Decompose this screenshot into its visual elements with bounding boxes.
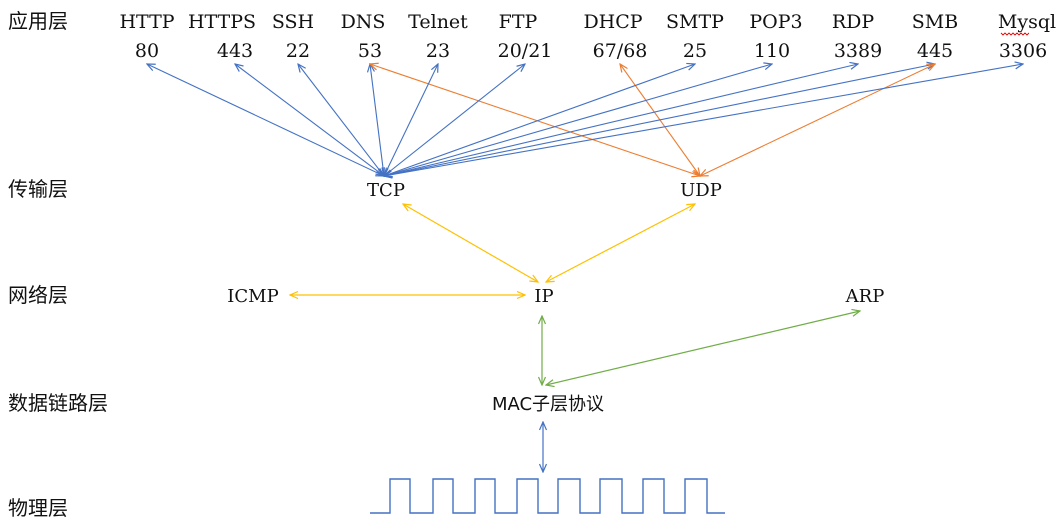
- link-arp-mac: [546, 311, 860, 385]
- physical-signal-waveform: [370, 478, 725, 514]
- node-mac: MAC子层协议: [492, 394, 604, 415]
- protocol-name-https: HTTPS: [188, 11, 256, 33]
- link-udp-ip: [546, 204, 695, 282]
- protocol-name-telnet: Telnet: [408, 11, 468, 33]
- protocol-name-pop3: POP3: [749, 11, 802, 33]
- node-arp: ARP: [845, 286, 885, 307]
- link-ssh-tcp: [298, 64, 384, 176]
- application-transport-links: [147, 64, 1023, 176]
- link-smb-tcp: [384, 64, 935, 176]
- protocol-port-dns: 53: [358, 40, 382, 62]
- application-protocols: HTTP 80 HTTPS 443 SSH 22 DNS 53 Telnet 23 FTP 20/21…: [119, 11, 1056, 62]
- protocol-port-http: 80: [135, 40, 159, 62]
- layer-application: 应用层: [8, 9, 68, 33]
- layer-physical: 物理层: [8, 496, 68, 520]
- node-udp: UDP: [680, 180, 722, 201]
- protocol-port-smb: 445: [917, 40, 953, 62]
- link-smtp-tcp: [384, 64, 695, 176]
- layer-transport: 传输层: [8, 177, 68, 201]
- protocol-port-smtp: 25: [683, 40, 707, 62]
- protocol-port-rdp: 3389: [834, 40, 882, 62]
- node-tcp: TCP: [367, 180, 405, 201]
- link-smb-udp: [700, 64, 935, 176]
- link-dns-udp: [370, 64, 700, 176]
- protocol-name-smb: SMB: [912, 11, 958, 33]
- layer-data-link: 数据链路层: [8, 391, 108, 415]
- protocol-name-dns: DNS: [341, 11, 386, 33]
- protocol-port-mysql: 3306: [999, 40, 1047, 62]
- layer-network: 网络层: [8, 283, 68, 307]
- protocol-name-dhcp: DHCP: [583, 11, 642, 33]
- protocol-port-telnet: 23: [426, 40, 450, 62]
- link-http-tcp: [147, 64, 384, 176]
- link-mysql-tcp: [384, 64, 1023, 176]
- protocol-name-http: HTTP: [119, 11, 174, 33]
- node-ip: IP: [534, 286, 553, 307]
- protocol-name-smtp: SMTP: [666, 11, 724, 33]
- node-icmp: ICMP: [227, 286, 278, 307]
- protocol-port-ssh: 22: [286, 40, 310, 62]
- link-pop3-tcp: [384, 64, 772, 176]
- protocol-name-mysql: Mysql: [998, 11, 1056, 33]
- protocol-port-pop3: 110: [754, 40, 790, 62]
- link-dns-tcp: [370, 64, 384, 176]
- link-https-tcp: [235, 64, 384, 176]
- protocol-port-dhcp: 67/68: [593, 40, 648, 62]
- protocol-name-rdp: RDP: [832, 11, 875, 33]
- spellcheck-underline: [1000, 32, 1030, 36]
- protocol-name-ssh: SSH: [272, 11, 314, 33]
- link-tcp-ip: [403, 204, 538, 282]
- protocol-name-ftp: FTP: [499, 11, 538, 33]
- protocol-port-ftp: 20/21: [498, 40, 553, 62]
- protocol-port-https: 443: [217, 40, 253, 62]
